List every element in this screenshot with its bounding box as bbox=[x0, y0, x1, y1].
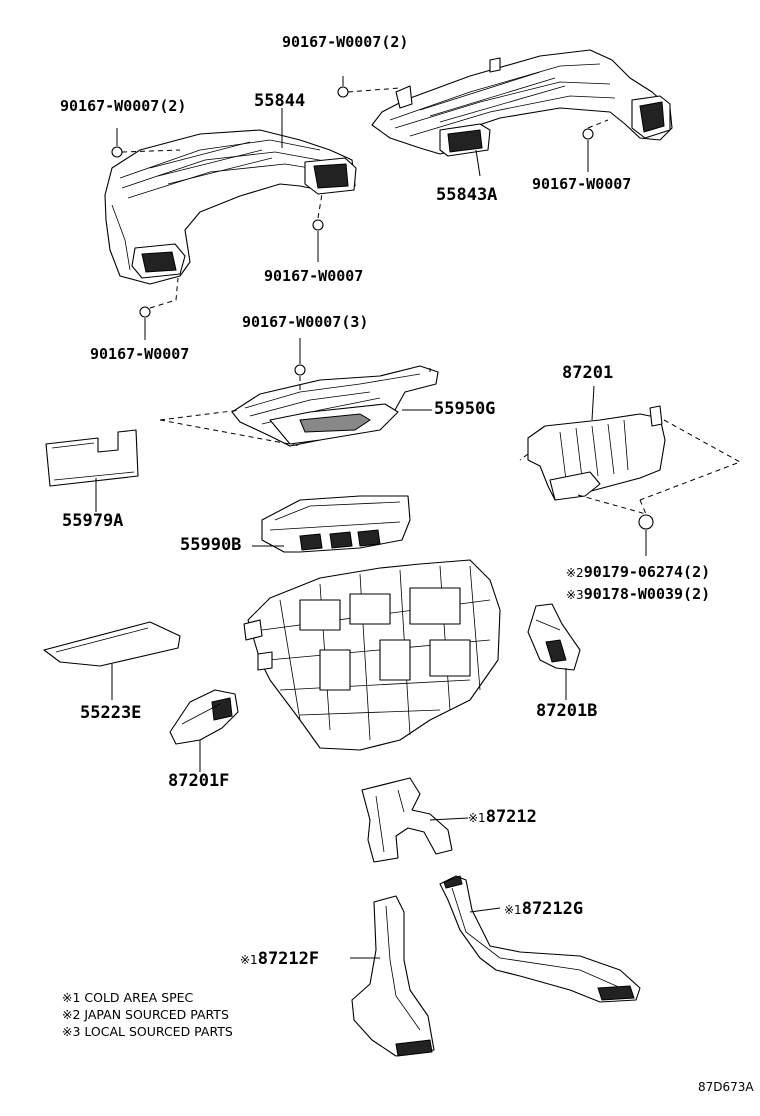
duct-55843a bbox=[371, 49, 673, 157]
part-number: 87212F bbox=[257, 949, 320, 969]
part-label-90167-w0007-right: 90167-W0007 bbox=[532, 175, 632, 193]
duct-87212g bbox=[439, 875, 641, 1003]
note-mark-3: ※3 bbox=[566, 588, 584, 602]
part-label-55950g: 55950G bbox=[434, 399, 496, 419]
part-label-90167-w0007-left: 90167-W0007 bbox=[90, 345, 190, 363]
part-label-90167-w0007-mid: 90167-W0007 bbox=[264, 267, 364, 285]
screws bbox=[111, 76, 654, 556]
part-label-87201: 87201 bbox=[562, 363, 614, 383]
part-label-55979a: 55979A bbox=[62, 511, 124, 531]
part-label-55223e: 55223E bbox=[80, 703, 142, 723]
alignment-lines bbox=[121, 87, 742, 515]
note-mark-1: ※1 bbox=[240, 953, 258, 967]
part-label-55990b: 55990B bbox=[180, 535, 242, 555]
pad-55979a bbox=[45, 429, 139, 487]
part-number: 90179-06274(2) bbox=[583, 563, 711, 581]
duct-55844 bbox=[104, 129, 357, 285]
part-number: 90178-W0039(2) bbox=[583, 585, 711, 603]
part-label-90167-w0007-2-left: 90167-W0007(2) bbox=[60, 97, 187, 115]
part-number: 87212G bbox=[521, 899, 584, 919]
note-mark-1: ※1 bbox=[504, 903, 522, 917]
leader-lines bbox=[95, 108, 595, 959]
footnote-cold-area: ※1 COLD AREA SPEC bbox=[62, 990, 194, 1005]
part-label-55843a: 55843A bbox=[436, 185, 498, 205]
part-label-90167-w0007-2-top: 90167-W0007(2) bbox=[282, 33, 409, 51]
screw-icon bbox=[111, 128, 123, 158]
duct-87212f bbox=[351, 895, 435, 1057]
screw-icon bbox=[337, 76, 349, 98]
duct-87201b bbox=[527, 603, 581, 671]
part-label-87201f: 87201F bbox=[168, 771, 230, 791]
part-label-87212g: ※187212G bbox=[504, 900, 583, 919]
duct-87212 bbox=[361, 777, 453, 863]
part-label-90178-w0039: ※390178-W0039(2) bbox=[566, 586, 710, 603]
screw-icon bbox=[312, 219, 324, 262]
heater-unit bbox=[243, 559, 501, 751]
screw-icon bbox=[139, 306, 151, 340]
duct-55950g bbox=[231, 365, 439, 447]
part-label-87212: ※187212 bbox=[468, 808, 537, 827]
pad-55223e bbox=[43, 621, 181, 667]
footnote-local-sourced: ※3 LOCAL SOURCED PARTS bbox=[62, 1024, 233, 1039]
diagram-code: 87D673A bbox=[698, 1080, 754, 1094]
part-label-87212f: ※187212F bbox=[240, 950, 319, 969]
part-number: 87212 bbox=[485, 807, 537, 827]
footnote-japan-sourced: ※2 JAPAN SOURCED PARTS bbox=[62, 1007, 229, 1022]
duct-87201f bbox=[169, 689, 239, 745]
note-mark-1: ※1 bbox=[468, 811, 486, 825]
part-label-55844: 55844 bbox=[254, 91, 306, 111]
note-mark-2: ※2 bbox=[566, 566, 584, 580]
nut-icon bbox=[638, 514, 654, 556]
screw-icon bbox=[582, 128, 594, 172]
screw-icon bbox=[294, 338, 306, 376]
part-label-90167-w0007-3: 90167-W0007(3) bbox=[242, 313, 369, 331]
part-label-90179-06274: ※290179-06274(2) bbox=[566, 564, 710, 581]
duct-87201 bbox=[527, 405, 666, 501]
case-55990b bbox=[261, 495, 411, 553]
part-label-87201b: 87201B bbox=[536, 701, 598, 721]
